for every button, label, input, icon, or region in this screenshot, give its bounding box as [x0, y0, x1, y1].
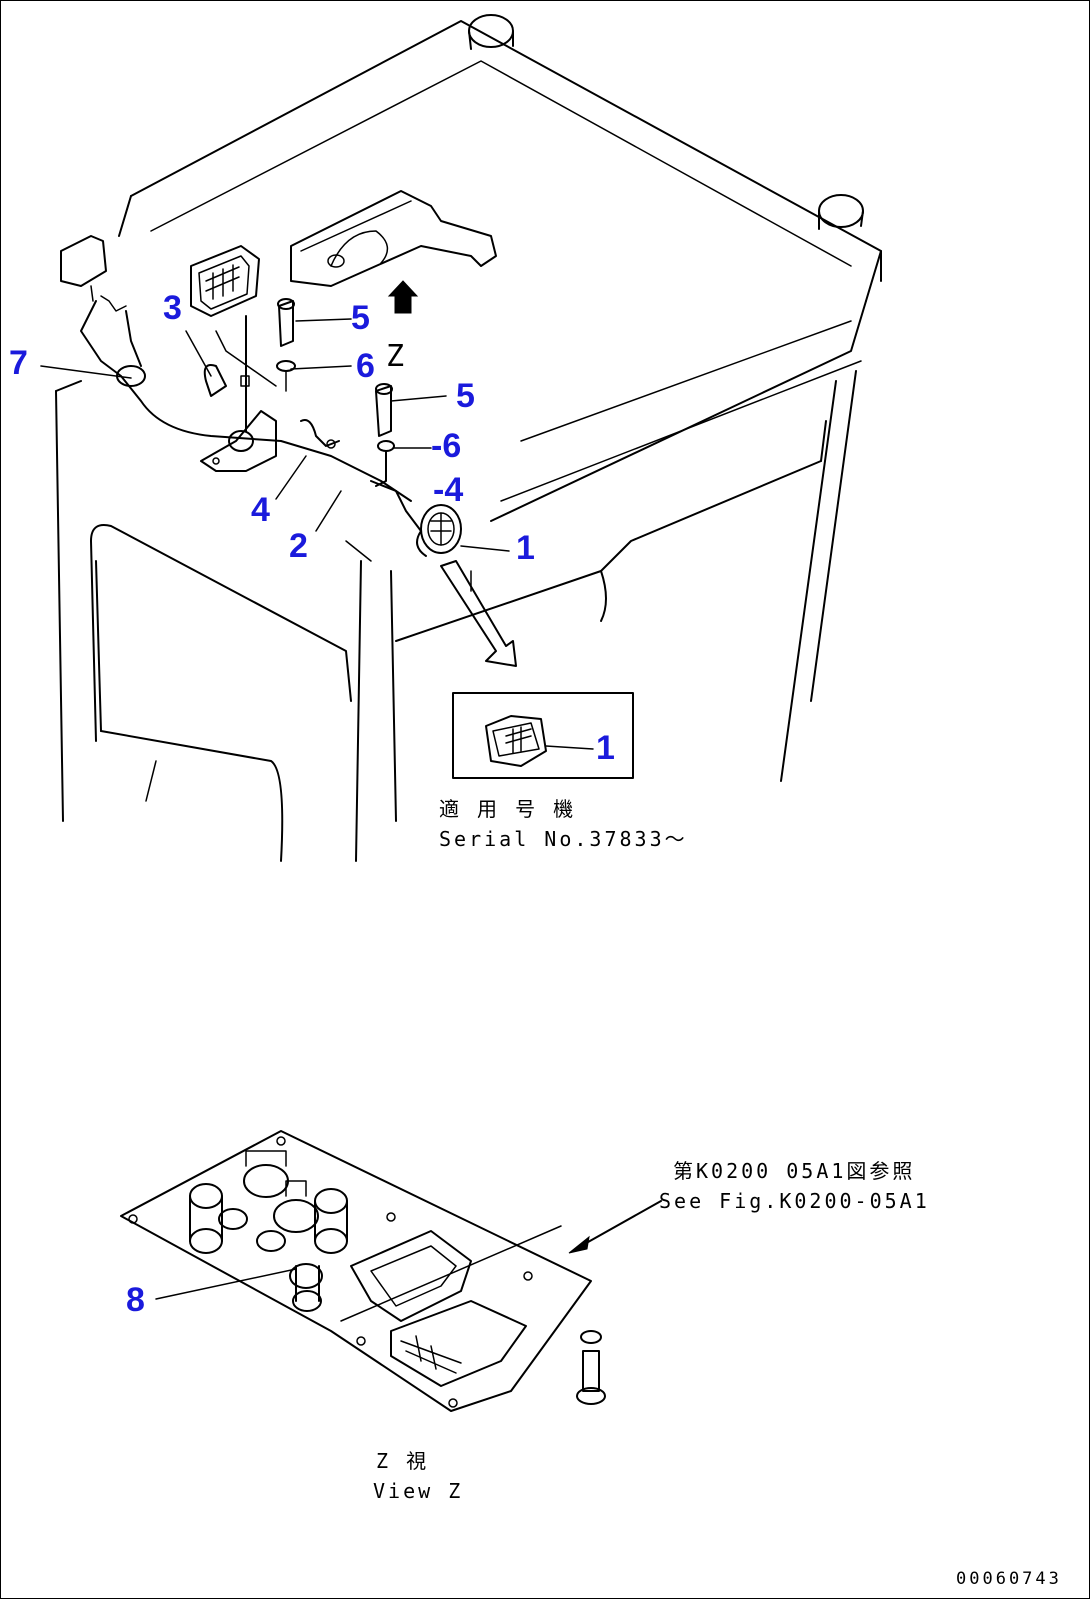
inset-arrow — [440, 560, 517, 667]
cab-body — [55, 370, 857, 862]
callout-6-upper: 6 — [356, 347, 375, 385]
callout-5-lower: 5 — [456, 377, 475, 415]
callout-1-upper: 1 — [516, 529, 535, 567]
roof-bracket: Z — [290, 190, 497, 374]
callout-7: 7 — [9, 344, 28, 382]
callout-6-lower: -6 — [431, 427, 462, 465]
callout-4-left: 4 — [251, 491, 270, 529]
floor-plate-view — [120, 1130, 662, 1412]
rear-lamp-assembly — [300, 419, 462, 557]
document-number: 00060743 — [956, 1569, 1062, 1589]
callout-2: 2 — [289, 527, 308, 565]
leader-lines-upper — [40, 318, 594, 750]
inset-box — [452, 692, 634, 779]
callout-5-upper: 5 — [351, 299, 370, 337]
serial-note-en: Serial No.37833～ — [439, 827, 688, 851]
callout-4-right: -4 — [433, 471, 464, 509]
view-z-en: View Z — [373, 1479, 464, 1503]
callout-3: 3 — [163, 289, 182, 327]
view-z-jp: Z 視 — [376, 1449, 430, 1473]
left-work-lamp — [60, 235, 412, 502]
cab-roof — [118, 14, 882, 522]
center-work-lamp — [190, 245, 277, 432]
serial-note-jp: 適 用 号 機 — [439, 797, 577, 821]
see-fig-note-en: See Fig.K0200-05A1 — [659, 1189, 930, 1213]
callout-1-inset: 1 — [596, 729, 615, 767]
callout-8: 8 — [126, 1281, 145, 1319]
view-z-marker: Z — [386, 339, 404, 374]
see-fig-note-jp: 第K0200 05A1図参照 — [673, 1159, 916, 1183]
bracket-base — [200, 364, 277, 472]
